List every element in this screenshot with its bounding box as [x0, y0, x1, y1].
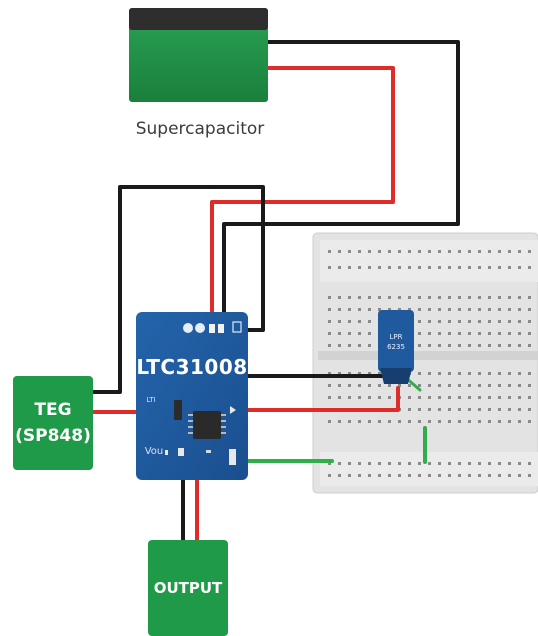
wire-teg-loop [91, 185, 265, 394]
sensor-label-line1: LPR [389, 333, 403, 341]
teg-label: TEG (SP848) [13, 376, 93, 470]
teg-label-line1: TEG [34, 400, 72, 420]
ic-chip [193, 411, 221, 439]
breadboard [312, 232, 538, 494]
teg-module [13, 376, 93, 470]
ic-pin-label-output: Vou [144, 445, 164, 457]
wire-sensor-red [234, 386, 400, 412]
output-label: OUTPUT [153, 579, 223, 597]
output-module [148, 540, 228, 636]
wire-supercap-pos [210, 66, 395, 316]
supercapacitor [129, 8, 268, 102]
light-sensor [378, 310, 414, 384]
supercapacitor-label: Supercapacitor [135, 119, 265, 139]
ltc-board [136, 312, 248, 480]
wires [91, 40, 460, 546]
wire-supercap-neg [222, 40, 460, 316]
sensor-label-line2: 6235 [387, 343, 405, 351]
teg-label-line2: (SP848) [15, 426, 91, 446]
ic-title: LTC31008 [136, 355, 248, 379]
ic-pin-label-input: LTI [146, 396, 156, 404]
sensor-label: LPR 6235 [382, 330, 410, 354]
